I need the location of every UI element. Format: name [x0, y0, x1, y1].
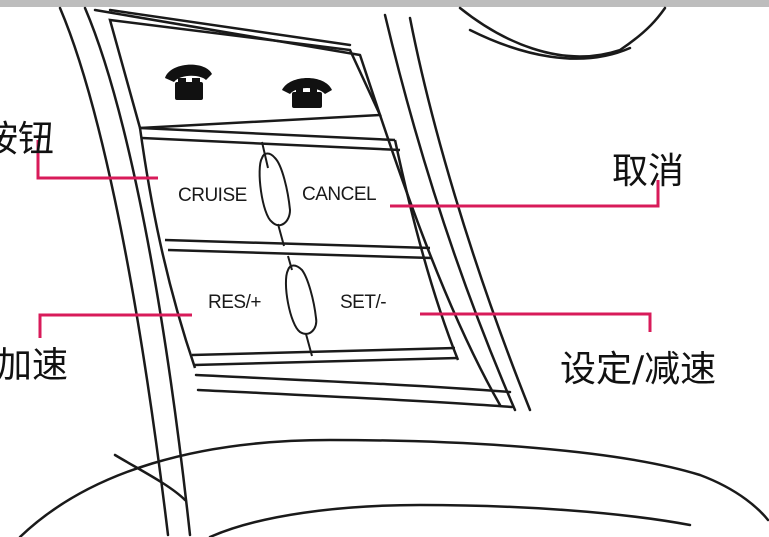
phone-panel: [108, 18, 382, 130]
leader-cruise: [36, 140, 158, 180]
button-panel: [138, 126, 460, 369]
leader-lines: [36, 140, 660, 338]
cancel-button[interactable]: CANCEL: [302, 184, 377, 205]
callout-resume-accelerate: 加速: [0, 345, 69, 386]
callout-cancel: 取消: [612, 151, 685, 192]
leader-res: [38, 313, 192, 338]
phone-pickup-icon[interactable]: [165, 64, 212, 100]
callout-cruise-button: 按钮: [0, 119, 55, 160]
housing-outline: [18, 6, 769, 537]
top-strip: [0, 0, 769, 7]
leader-set: [420, 312, 652, 332]
callout-set-decelerate: 设定/减速: [560, 349, 717, 390]
set-decelerate-button[interactable]: SET/-: [340, 292, 387, 313]
cruise-button[interactable]: CRUISE: [178, 185, 247, 206]
resume-accelerate-button[interactable]: RES/+: [208, 292, 261, 313]
phone-hangup-icon[interactable]: [282, 78, 332, 108]
button-divider: [258, 141, 318, 357]
leader-cancel: [390, 180, 660, 208]
